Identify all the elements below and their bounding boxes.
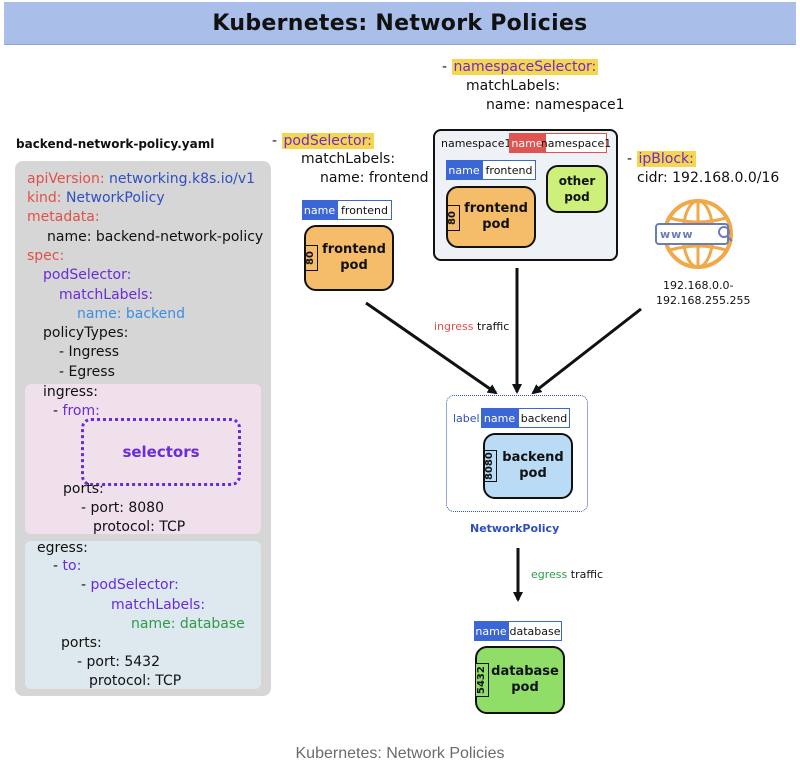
network-policy-label: NetworkPolicy	[470, 522, 560, 535]
database-port-tab: 5432	[475, 663, 489, 697]
namespaceselector-name: name: namespace1	[486, 97, 625, 113]
ns-frontend-pod: 80 frontend pod	[446, 186, 536, 248]
podselector-key: - podSelector:	[272, 133, 374, 149]
page-title: Kubernetes: Network Policies	[212, 10, 588, 36]
ingress-panel	[25, 384, 261, 534]
yaml-from: - from:	[53, 403, 100, 419]
namespace-title: namespace1	[441, 137, 512, 150]
arrow-ipblock	[531, 307, 642, 395]
frontend-label-tag: name frontend	[302, 200, 392, 220]
selectors-box: selectors	[81, 418, 241, 486]
database-pod-label: database pod	[491, 664, 559, 695]
yaml-backend-label: name: backend	[77, 306, 186, 322]
egress-panel	[25, 541, 261, 689]
ipblock-range-end: 192.168.255.255	[656, 294, 751, 307]
frontend-port-tab: 80	[304, 245, 318, 271]
yaml-podselector: podSelector:	[43, 267, 132, 283]
ipblock-cidr: cidr: 192.168.0.0/16	[637, 170, 780, 186]
backend-label-tag: name backend	[481, 408, 570, 428]
yaml-spec: spec:	[27, 248, 65, 264]
yaml-egress-matchlabels: matchLabels:	[111, 597, 206, 613]
yaml-policytypes: policyTypes:	[43, 325, 129, 341]
yaml-metadata: metadata:	[27, 209, 100, 225]
yaml-database-label: name: database	[131, 616, 245, 632]
yaml-policy-ingress: - Ingress	[59, 344, 120, 360]
title-bar: Kubernetes: Network Policies	[4, 2, 796, 45]
yaml-egress-ports: ports:	[61, 635, 102, 651]
yaml-matchlabels: matchLabels:	[59, 287, 154, 303]
egress-traffic-label: egress traffic	[531, 568, 604, 581]
arrow-podselector	[365, 301, 498, 395]
ipblock-range-start: 192.168.0.0-	[663, 279, 734, 292]
namespace-label-tag: name namespace1	[509, 133, 611, 153]
network-policy-box	[446, 395, 588, 512]
globe-icon	[655, 199, 733, 269]
yaml-policy-egress: - Egress	[59, 364, 115, 380]
yaml-egress-protocol: protocol: TCP	[89, 673, 182, 689]
yaml-filename: backend-network-policy.yaml	[16, 137, 215, 151]
yaml-name: name: backend-network-policy	[47, 229, 264, 245]
database-label-tag: name database	[474, 621, 562, 641]
ns-frontend-pod-label: frontend pod	[464, 201, 528, 232]
ipblock-key: - ipBlock:	[627, 151, 696, 167]
yaml-kind: kind: NetworkPolicy	[27, 190, 165, 206]
ingress-traffic-label: ingress traffic	[434, 320, 510, 333]
backend-port-tab: 8080	[483, 450, 497, 482]
database-pod: 5432 database pod	[475, 646, 565, 714]
yaml-ingress: ingress:	[43, 384, 99, 400]
backend-pod-label: backend pod	[502, 450, 564, 481]
yaml-egress-port: - port: 5432	[77, 654, 160, 670]
frontend-pod: 80 frontend pod	[304, 225, 394, 291]
frontend-pod-label: frontend pod	[322, 242, 386, 273]
other-pod-label: other pod	[558, 174, 596, 204]
np-label-word: label	[453, 412, 480, 425]
namespaceselector-key: - namespaceSelector:	[442, 59, 599, 75]
yaml-to: - to:	[53, 558, 82, 574]
ns-frontend-label-tag: name frontend	[446, 160, 536, 180]
yaml-egress-podselector: - podSelector:	[81, 577, 179, 593]
other-pod: other pod	[546, 165, 608, 213]
podselector-matchlabels: matchLabels:	[301, 151, 396, 167]
yaml-ingress-ports: ports:	[63, 481, 104, 497]
namespaceselector-matchlabels: matchLabels:	[466, 78, 561, 94]
backend-pod: 8080 backend pod	[483, 433, 573, 499]
yaml-ingress-protocol: protocol: TCP	[93, 519, 186, 535]
ns-frontend-port-tab: 80	[446, 205, 460, 231]
podselector-name: name: frontend	[320, 170, 429, 186]
yaml-ingress-port: - port: 8080	[81, 500, 164, 516]
yaml-api-version: apiVersion: networking.k8s.io/v1	[27, 171, 256, 187]
www-text: www	[660, 228, 694, 241]
yaml-egress: egress:	[37, 540, 88, 556]
figure-caption: Kubernetes: Network Policies	[295, 745, 505, 762]
